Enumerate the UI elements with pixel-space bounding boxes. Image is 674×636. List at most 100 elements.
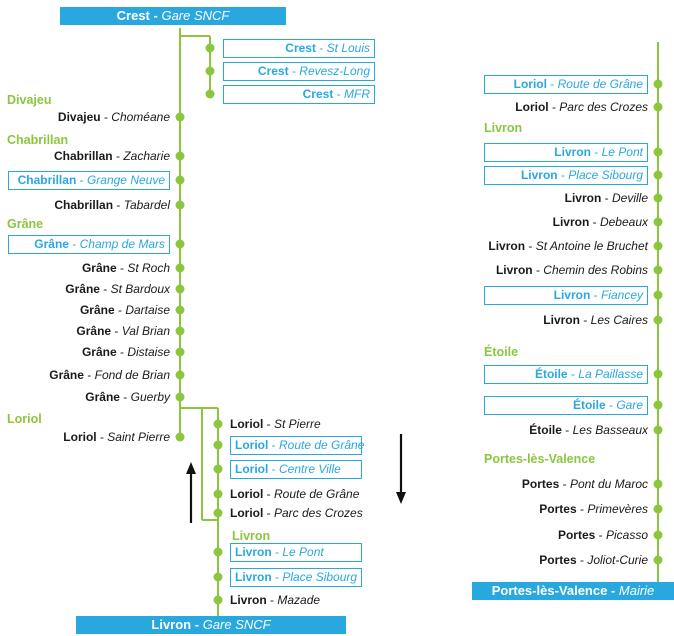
town-header-chabrillan: Chabrillan [7,133,69,147]
stop-dot [175,239,185,249]
stop-dot [653,193,663,203]
stop-name: St Pierre [274,417,321,431]
stop-livron-fiancey: Livron - Fiancey [484,285,648,305]
stop-name: Le Pont [601,144,643,159]
stop-town: Loriol [63,430,97,444]
stop-dot [653,102,663,112]
stop-crest-mfr: Crest - MFR [223,84,375,104]
stop-town: Portes [557,528,596,542]
stop-name: Le Pont [282,544,324,559]
town-header-loriol: Loriol [7,412,42,426]
stop-loriol-route-de-grane: Loriol - Route de Grâne [230,487,360,501]
stop-portes-picasso: Portes - Picasso [557,528,648,542]
stop-town: Grâne [81,345,117,359]
stop-dot [653,530,663,540]
stop-town: Portes [539,502,577,516]
town-header-livron: Livron [484,121,523,135]
stop-name: Gare [616,397,643,412]
stop-town: Livron [554,144,591,159]
stop-name: La Paillasse [578,366,643,381]
stop-dot [653,369,663,379]
stop-town: Loriol [513,76,547,91]
stop-name: Route de Grâne [279,437,365,452]
stop-dot [213,508,223,518]
stop-livron-place-sibourg: Livron - Place Sibourg [484,165,648,185]
stop-dot [653,265,663,275]
terminus-town: Crest [116,8,150,23]
stop-name: Les Basseaux [572,423,648,437]
stop-dot [175,347,185,357]
stop-town: Portes [539,553,577,567]
stop-etoile-la-paillasse: Étoile - La Paillasse [484,364,648,384]
stop-town: Chabrillan [17,172,77,187]
stop-name: Zacharie [123,149,170,163]
stop-chabrillan-grange-neuve: Chabrillan - Grange Neuve [8,170,170,190]
stop-name: Picasso [605,528,648,542]
stop-town: Grâne [49,368,84,382]
stop-grane-champ-de-mars: Grâne - Champ de Mars [8,234,170,254]
stop-portes-primeveres: Portes - Primevères [539,502,648,516]
stop-dot [653,241,663,251]
stop-name: Pont du Maroc [569,477,648,491]
stop-dot [213,595,223,605]
stop-loriol-saint-pierre: Loriol - Saint Pierre [63,430,170,444]
stop-loriol-centre-ville: Loriol - Centre Ville [230,459,362,479]
stop-dot [175,284,185,294]
stop-livron-deville: Livron - Deville [564,191,648,205]
stop-dot [653,217,663,227]
stop-name: Place Sibourg [282,569,358,584]
stop-dot [175,263,185,273]
stop-dot [653,504,663,514]
stop-town: Grâne [65,282,100,296]
stop-name: MFR [344,86,370,101]
stop-name: Parc des Crozes [559,100,648,114]
stop-grane-fond-de-brian: Grâne - Fond de Brian [49,368,170,382]
stop-dot [205,43,215,53]
stop-dot [175,392,185,402]
stop-town: Crest [302,86,334,101]
stop-dot [205,66,215,76]
stop-town: Loriol [230,506,264,520]
stop-town: Grâne [76,324,112,338]
stop-town: Livron [543,313,580,327]
stop-loriol-route-de-grane: Loriol - Route de Grâne [230,435,365,455]
stop-dot [175,175,185,185]
stop-loriol-st-pierre: Loriol - St Pierre [230,417,321,431]
stop-town: Grâne [85,390,120,404]
stop-dot [213,419,223,429]
stop-dot [653,555,663,565]
stop-crest-st-louis: Crest - St Louis [223,38,375,58]
stop-town: Livron [564,191,602,205]
stop-dot [175,200,185,210]
stop-name: Revesz-Long [299,63,370,78]
stop-name: St Roch [127,261,170,275]
terminus-crest-gare-sncf: Crest - Gare SNCF [60,7,286,25]
terminus-town: Portes-lès-Valence [491,583,608,598]
stop-name: Les Caires [590,313,648,327]
stop-divajeu-chomeane: Divajeu - Choméane [57,110,170,124]
stop-dot [653,425,663,435]
stop-town: Grâne [79,303,115,317]
town-header-livron: Livron [232,529,271,543]
stop-name: Fiancey [600,287,643,302]
stop-town: Livron [520,167,558,182]
stop-dot [653,400,663,410]
stop-name: Place Sibourg [568,167,643,182]
stop-livron-les-caires: Livron - Les Caires [543,313,648,327]
stop-town: Portes [521,477,560,491]
stop-etoile-gare: Étoile - Gare [484,395,648,415]
stop-name: Choméane [111,110,170,124]
stop-dot [175,305,185,315]
stop-portes-pont-du-maroc: Portes - Pont du Maroc [521,477,648,491]
stop-town: Livron [235,569,272,584]
stop-town: Loriol [230,417,264,431]
stop-dot [175,112,185,122]
stop-dot [213,440,223,450]
stop-town: Grâne [81,261,117,275]
stop-dot [175,326,185,336]
stop-name: Debeaux [599,215,648,229]
stop-grane-st-roch: Grâne - St Roch [81,261,170,275]
stop-dot [653,147,663,157]
